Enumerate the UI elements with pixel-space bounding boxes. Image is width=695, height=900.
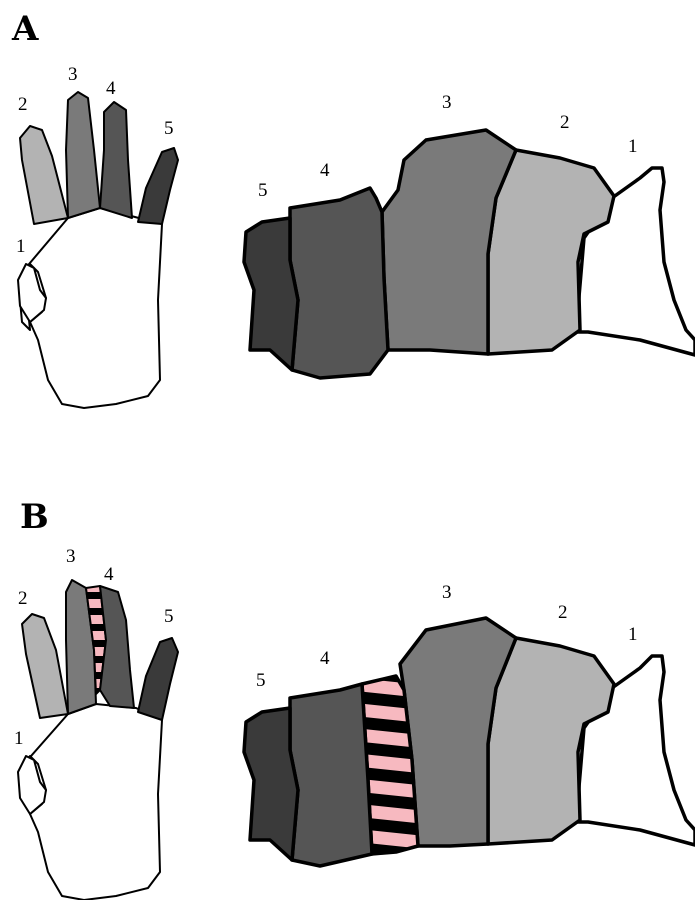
panel-b: B 1 2 3 4 5 5 4 3 2 1 [14,497,695,900]
finger-5-b [138,638,178,720]
map-region-4-a [290,188,388,378]
panel-label-a: A [11,9,39,49]
hand-digit-5-a: 5 [164,118,174,139]
map-digit-4-b: 4 [320,648,330,669]
map-region-5-a [244,218,298,370]
hand-digit-2-a: 2 [18,94,28,115]
hand-digit-1-b: 1 [14,728,24,749]
hand-digit-2-b: 2 [18,588,28,609]
map-digit-4-a: 4 [320,160,330,181]
cortical-map-b [244,618,695,866]
map-region-5-b [244,708,298,860]
map-digit-5-b: 5 [256,670,266,691]
hand-digit-4-a: 4 [106,78,116,99]
cortical-map-a [244,130,695,378]
finger-2-b [22,614,68,718]
map-digit-2-b: 2 [558,602,568,623]
hand-digit-4-b: 4 [104,564,114,585]
finger-4-b [100,586,134,708]
hand-digit-3-a: 3 [68,64,78,85]
hand-digit-5-b: 5 [164,606,174,627]
map-digit-5-a: 5 [258,180,268,201]
hand-diagram-b [18,580,178,900]
map-region-4-b [290,684,372,866]
finger-4-a [100,102,132,218]
finger-5-a [138,148,178,224]
map-digit-2-a: 2 [560,112,570,133]
panel-a: A 1 2 3 4 5 5 4 3 2 1 [11,9,695,408]
panel-label-b: B [20,497,49,537]
hand-diagram-a [18,92,178,408]
map-digit-1-a: 1 [628,136,638,157]
hand-digit-1-a: 1 [16,236,26,257]
finger-3-a [66,92,100,218]
finger-2-a [20,126,68,224]
hand-digit-3-b: 3 [66,546,76,567]
map-digit-3-a: 3 [442,92,452,113]
map-digit-1-b: 1 [628,624,638,645]
map-digit-3-b: 3 [442,582,452,603]
